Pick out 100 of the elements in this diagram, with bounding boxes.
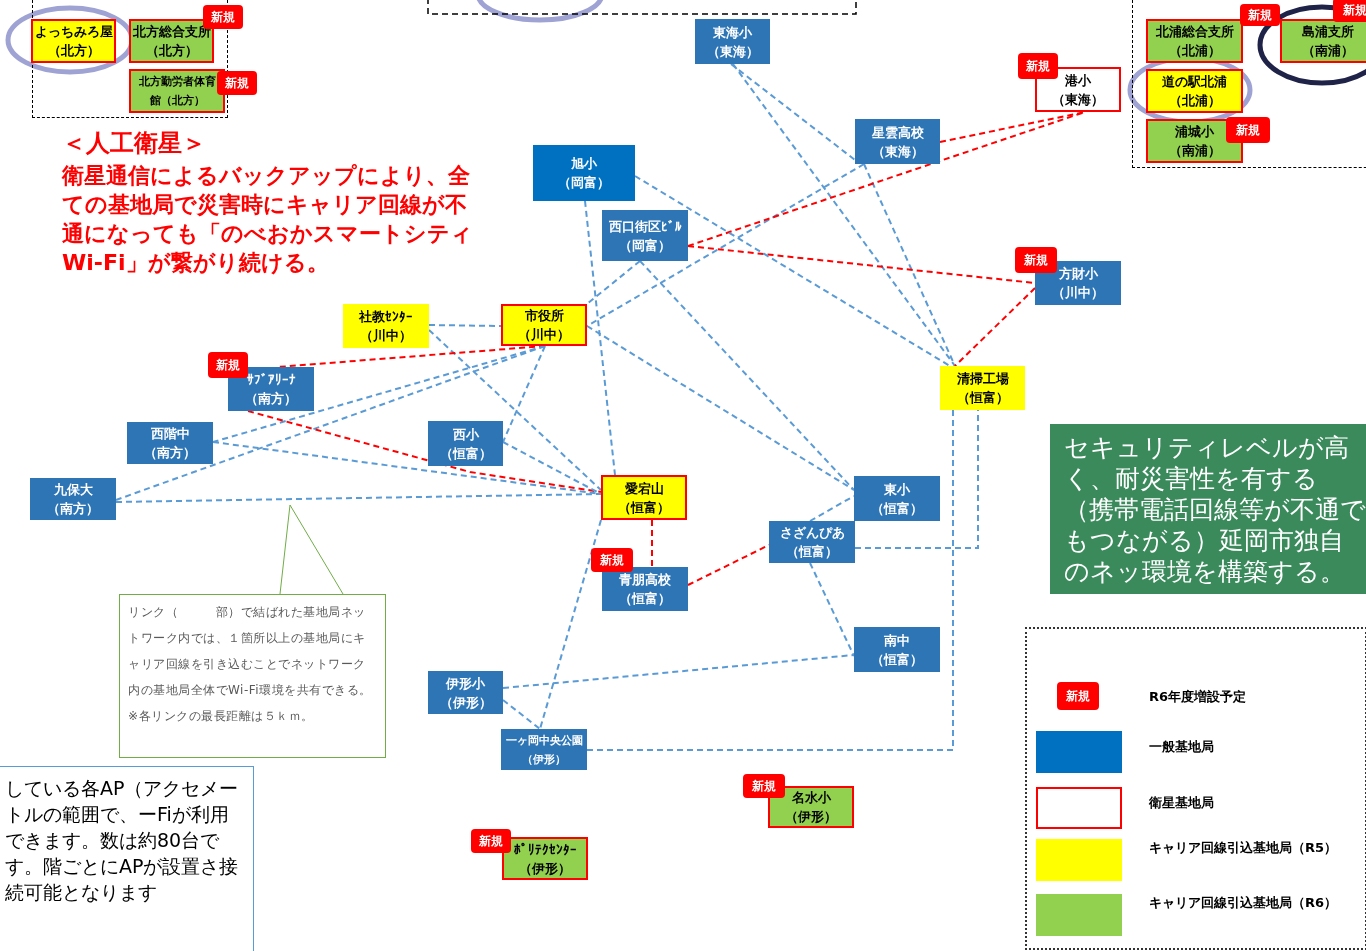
legend-label: キャリア回線引込基地局（R5）	[1149, 839, 1339, 857]
district-label: （北方）	[145, 42, 198, 60]
station-name: 東海小	[713, 23, 752, 42]
district-label: （伊形）	[439, 693, 492, 712]
district-label: （東海）	[871, 142, 924, 161]
link-line	[115, 493, 602, 503]
link-line	[115, 345, 546, 501]
district-label: （東海）	[706, 42, 759, 61]
link-line	[863, 163, 956, 367]
district-label: （南方）	[245, 390, 297, 408]
link-line	[502, 654, 855, 689]
link-line	[428, 324, 502, 327]
legend-label: 一般基地局	[1149, 738, 1215, 756]
new-badge: 新規	[743, 774, 785, 798]
station-box	[428, 671, 503, 714]
district-label: （川中）	[1052, 284, 1104, 302]
station-name: 西口街区ﾋﾞﾙ	[608, 217, 682, 236]
station-name: 北方勤労者体育館（北方）	[137, 74, 217, 109]
new-badge: 新規	[1333, 0, 1366, 22]
district-label: （北方）	[47, 42, 100, 60]
station-name: 清掃工場	[956, 370, 1009, 388]
station-name: 方財小	[1058, 265, 1098, 283]
note-text: 衛星通信によるバックアップにより、全ての基地局で災害時にキャリア回線が不通になっても「のべおかスマートシティWi-Fi」が繋がり続ける。	[62, 162, 474, 277]
station-box	[601, 475, 687, 520]
station-box	[695, 19, 770, 64]
station-name: 愛宕山	[624, 479, 664, 498]
station-name: 西小	[452, 425, 479, 444]
district-label: （恒富）	[871, 650, 923, 669]
station-box	[1146, 69, 1243, 113]
new-badge: 新規	[1018, 53, 1058, 79]
link-line	[502, 699, 541, 730]
new-badge: 新規	[471, 829, 511, 853]
district-label: （岡富）	[558, 174, 610, 192]
station-box	[31, 19, 116, 63]
link-line	[539, 519, 602, 730]
new-badge: 新規	[1240, 4, 1280, 26]
link-line	[651, 519, 653, 568]
station-name: さざんぴあ	[779, 524, 845, 542]
station-name: 港小	[1065, 71, 1091, 90]
info-text: している各AP（アクセメートルの範囲で、ーFiが利用できます。数は約80台です。階ごとにAPが設置さ接続可能となります	[4, 776, 240, 905]
link-line	[732, 63, 956, 367]
station-box	[501, 304, 587, 346]
legend-label: R6年度増設予定	[1149, 688, 1248, 706]
district-label: （南浦）	[1302, 42, 1354, 60]
link-line	[586, 325, 855, 491]
district-label: （伊形）	[785, 808, 837, 826]
station-box	[502, 837, 588, 880]
station-name: 九保大	[53, 481, 93, 499]
district-label: （北浦）	[1168, 92, 1221, 110]
link-line	[954, 287, 1036, 367]
station-name: よっちみろ屋	[34, 23, 113, 41]
link-line	[939, 111, 1086, 143]
link-line	[586, 409, 954, 751]
station-box	[129, 69, 225, 113]
district-label: （恒富）	[619, 590, 671, 608]
station-box	[1280, 19, 1366, 63]
station-box	[602, 567, 688, 611]
district-label: （恒富）	[618, 498, 670, 517]
link-line	[247, 410, 602, 493]
link-line	[586, 260, 641, 305]
district-label: （恒富）	[871, 499, 923, 518]
leader-line	[279, 504, 344, 595]
station-box	[855, 119, 940, 164]
note-text: ※各リンクの最長距離は５ｋｍ。	[127, 708, 315, 725]
station-name: ｻﾌﾞｱﾘｰﾅ	[246, 371, 296, 389]
new-badge: 新規	[1057, 682, 1099, 710]
district-label: （恒富）	[439, 444, 492, 463]
district-label: （恒富）	[956, 389, 1009, 407]
district-label: （恒富）	[786, 543, 838, 561]
link-line	[584, 200, 616, 476]
district-label: （川中）	[360, 327, 412, 345]
station-name: 市役所	[524, 307, 564, 325]
district-label: （川中）	[518, 326, 570, 344]
district-label: （東海）	[1052, 90, 1104, 109]
station-name: 青朋高校	[619, 571, 671, 589]
district-label: （南浦）	[1168, 142, 1221, 160]
station-name: 西階中	[150, 425, 190, 443]
new-badge: 新規	[591, 548, 633, 572]
station-box	[428, 421, 503, 466]
station-box	[602, 210, 688, 261]
station-box	[854, 627, 940, 672]
station-name: 島浦支所	[1302, 23, 1354, 41]
info-box	[0, 766, 254, 951]
legend-label: キャリア回線引込基地局（R6）	[1149, 894, 1339, 912]
station-name: ﾎﾟﾘﾃｸｾﾝﾀｰ	[513, 840, 577, 859]
district-label: （岡富）	[619, 236, 671, 255]
link-line	[730, 63, 856, 161]
station-name: 社教ｾﾝﾀｰ	[359, 308, 413, 326]
station-box	[769, 521, 855, 563]
new-badge: 新規	[217, 71, 257, 95]
district-label: （北浦）	[1168, 42, 1221, 60]
station-box	[940, 366, 1025, 410]
callout-box	[119, 594, 386, 758]
link-line	[639, 260, 855, 491]
station-name: 東小	[884, 480, 910, 499]
new-badge: 新規	[1226, 117, 1270, 143]
station-box	[343, 304, 429, 348]
link-line	[809, 562, 855, 657]
link-line	[634, 175, 951, 367]
station-name: 北浦総合支所	[1155, 23, 1234, 41]
